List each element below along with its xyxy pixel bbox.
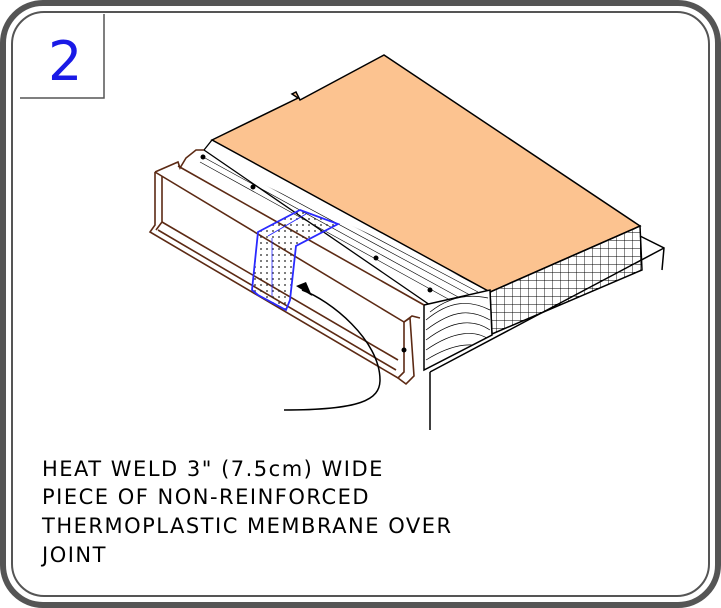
inner-frame <box>11 11 710 597</box>
note-line-2: PIECE OF NON-REINFORCED <box>42 485 371 509</box>
step-number-box <box>20 14 105 99</box>
note-line-3: THERMOPLASTIC MEMBRANE OVER <box>42 514 453 538</box>
membrane-patch <box>251 209 341 312</box>
note-line-1: HEAT WELD 3" (7.5cm) WIDE <box>42 457 384 481</box>
leader-arrow <box>283 282 381 411</box>
step-number: 2 <box>48 30 82 93</box>
note-line-4: JOINT <box>42 543 107 567</box>
fasteners <box>200 154 433 353</box>
